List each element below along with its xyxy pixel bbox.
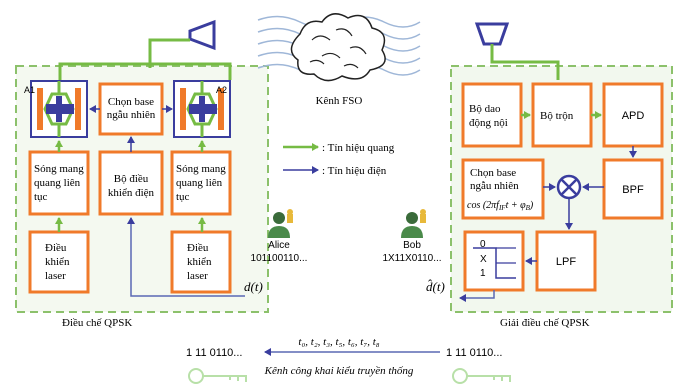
channel-label: Kênh FSO bbox=[316, 95, 363, 107]
bob-antenna-icon bbox=[474, 22, 510, 46]
alice-controller-l1: Bộ điều bbox=[114, 173, 149, 185]
alice-laser-right-box bbox=[170, 230, 232, 294]
public-left-bits: 1 11 0110... bbox=[186, 347, 242, 359]
bob-name: Bob bbox=[403, 240, 421, 251]
bob-lpf-box bbox=[535, 230, 597, 292]
bob-threshold-1: 1 bbox=[480, 268, 486, 279]
bob-local-osc-l1: Bộ dao bbox=[469, 103, 501, 115]
alice-bits: 101100110... bbox=[251, 253, 308, 264]
bob-threshold-x: X bbox=[480, 254, 487, 265]
bob-mixer-box bbox=[531, 82, 593, 148]
alice-antenna-icon bbox=[188, 19, 216, 51]
bob-mixer-label: Bộ trộn bbox=[540, 110, 574, 122]
bob-random-basis-l1: Chọn base bbox=[470, 167, 516, 179]
bob-bits: 1X11X0110... bbox=[382, 253, 441, 264]
bob-bpf-box bbox=[602, 158, 664, 220]
alice-carrier-left-box bbox=[28, 150, 90, 216]
bob-apd-label: APD bbox=[622, 110, 645, 122]
alice-carrier-left-l3: tục bbox=[34, 191, 48, 203]
modulator-a2 bbox=[173, 80, 231, 138]
legend-optical-label: : Tín hiệu quang bbox=[322, 142, 395, 154]
bob-multiplier-icon bbox=[556, 174, 582, 200]
a2-label: A2 bbox=[216, 85, 227, 95]
public-channel-times: t₀, t₂, t₃, t₅, t₆, t₇, t₈ bbox=[298, 336, 379, 348]
alice-antenna-feed bbox=[148, 38, 190, 68]
alice-laser-left-l2: khiển bbox=[45, 256, 70, 268]
alice-name: Alice bbox=[268, 240, 290, 251]
modulator-a1 bbox=[30, 80, 88, 138]
bob-threshold-box bbox=[463, 230, 525, 292]
alice-carrier-right-l1: Sóng mang bbox=[176, 163, 226, 175]
alice-controller-l2: khiển điện bbox=[108, 187, 155, 199]
alice-random-basis-line2: ngẫu nhiên bbox=[107, 109, 156, 121]
bob-cos-formula: cos (2πfIFt + φB) bbox=[467, 200, 534, 212]
bob-random-basis-box bbox=[461, 158, 545, 220]
public-channel-label: Kênh công khai kiểu truyền thống bbox=[264, 365, 414, 377]
alice-dt-label: d(t) bbox=[244, 279, 263, 294]
alice-laser-left-box bbox=[28, 230, 90, 294]
bob-threshold-0: 0 bbox=[480, 239, 486, 250]
alice-random-basis-line1: Chọn base bbox=[108, 96, 154, 108]
alice-section-label: Điều chế QPSK bbox=[62, 317, 132, 329]
bob-lpf-label: LPF bbox=[556, 256, 576, 268]
bob-person-icon bbox=[401, 209, 426, 238]
alice-carrier-left-l2: quang liên bbox=[34, 177, 81, 189]
alice-laser-right-l3: laser bbox=[187, 270, 208, 282]
alice-carrier-right-l2: quang liên bbox=[176, 177, 223, 189]
alice-carrier-left-l1: Sóng mang bbox=[34, 163, 84, 175]
bob-dhat-label: d̂(t) bbox=[426, 279, 445, 294]
bob-key-icon bbox=[452, 368, 511, 384]
alice-key-icon bbox=[188, 368, 247, 384]
legend-electrical-label: : Tín hiệu điện bbox=[322, 165, 387, 177]
bob-random-basis-l2: ngẫu nhiên bbox=[470, 180, 519, 192]
alice-person-icon bbox=[268, 209, 293, 238]
bob-dhat-output bbox=[459, 290, 495, 302]
bob-bpf-label: BPF bbox=[622, 184, 644, 196]
alice-dt-feed bbox=[127, 217, 245, 297]
a1-label: A1 bbox=[24, 85, 35, 95]
bob-local-osc-l2: động nội bbox=[469, 117, 508, 129]
alice-laser-right-l2: khiển bbox=[187, 256, 212, 268]
bob-section-label: Giải điều chế QPSK bbox=[500, 317, 590, 329]
alice-carrier-right-l3: tục bbox=[176, 191, 190, 203]
alice-laser-right-l1: Điều bbox=[187, 242, 209, 254]
public-right-bits: 1 11 0110... bbox=[446, 347, 502, 359]
bob-local-osc-box bbox=[461, 82, 523, 148]
fso-channel-cloud bbox=[257, 13, 421, 82]
alice-laser-left-l1: Điều bbox=[45, 242, 67, 254]
bob-antenna-feed bbox=[490, 44, 560, 80]
alice-laser-left-l3: laser bbox=[45, 270, 66, 282]
